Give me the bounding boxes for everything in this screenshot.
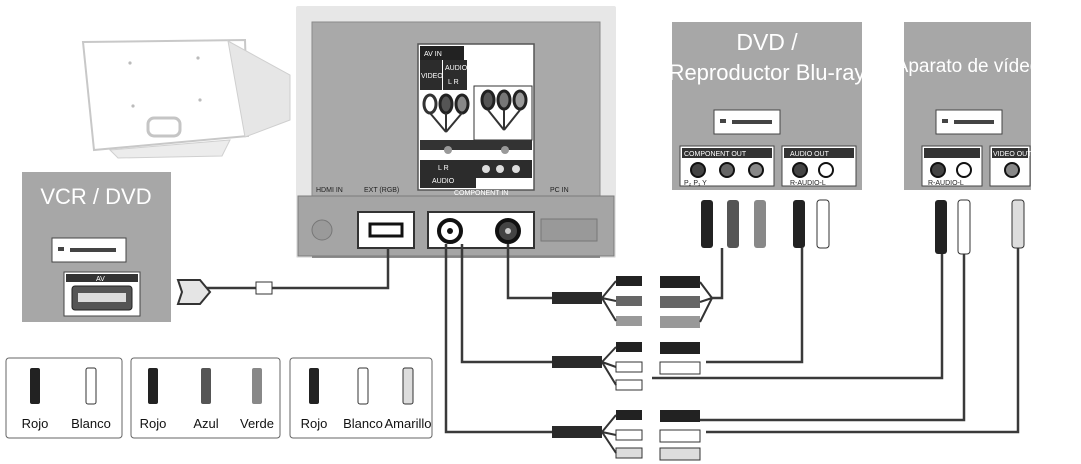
dvd-component-out: COMPONENT OUT — [684, 151, 747, 158]
dvd-audio-sub: R-AUDIO-L — [790, 180, 826, 187]
legend-verde: Verde — [240, 416, 274, 431]
dvd-component-sub: P₂ P₁ Y — [684, 180, 707, 187]
dvd-bluray-device: DVD / Reproductor Blu-ray COMPONENT OUT … — [669, 22, 866, 190]
device-rca-plugs — [701, 199, 1025, 255]
vcr-title: VCR / DVD — [40, 184, 151, 209]
video-device: Aparato de vídeo R-AUDIO-L VIDEO OUT/AUD… — [896, 22, 1073, 190]
legend-rojo-1: Rojo — [22, 416, 49, 431]
av-in-label: AV IN — [424, 51, 442, 58]
av-in-plugs — [422, 93, 470, 133]
port-ext-label: EXT (RGB) — [364, 187, 399, 194]
scart-plug — [176, 279, 273, 305]
splitter-lower — [552, 410, 701, 461]
splitter-upper — [552, 276, 713, 328]
audio-label: AUDIO — [445, 65, 468, 72]
component-in-label: COMPONENT IN — [454, 190, 508, 197]
legend-azul: Azul — [193, 416, 218, 431]
dvd-title-line1: DVD / — [736, 29, 798, 55]
audio-bottom-label: AUDIO — [432, 178, 455, 185]
legend-blanco-3: Blanco — [343, 416, 383, 431]
tv-illustration — [81, 38, 291, 159]
port-hdmi-label: HDMI IN — [316, 187, 343, 194]
dvd-title-line2: Reproductor Blu-ray — [669, 60, 866, 85]
legend-rojo-2: Rojo — [140, 416, 167, 431]
cables — [200, 244, 1020, 434]
video-label: VIDEO — [421, 73, 443, 80]
audio-bottom-lr: L R — [438, 165, 449, 172]
vcr-scart-label: AV — [96, 276, 105, 283]
vcr-dvd-device: VCR / DVD AV — [22, 172, 171, 322]
port-pc-label: PC IN — [550, 187, 569, 194]
video-audio-sub: R-AUDIO-L — [928, 180, 964, 187]
legend-amarillo: Amarillo — [385, 416, 432, 431]
splitter-middle — [552, 342, 701, 391]
tv-back-panel: AV IN VIDEO AUDIO L R L R AUDIO COMPONEN… — [296, 6, 616, 258]
audio-lr-label: L R — [448, 79, 459, 86]
component-in-plugs — [480, 89, 528, 131]
cable-color-legend: Rojo Blanco Rojo Azul Verde Rojo Blanco … — [5, 357, 433, 439]
legend-blanco-1: Blanco — [71, 416, 111, 431]
video-out-label: VIDEO OUT/AUDIO OUT — [993, 151, 1073, 158]
dvd-audio-out: AUDIO OUT — [790, 151, 830, 158]
legend-rojo-3: Rojo — [301, 416, 328, 431]
video-title: Aparato de vídeo — [896, 56, 1041, 77]
